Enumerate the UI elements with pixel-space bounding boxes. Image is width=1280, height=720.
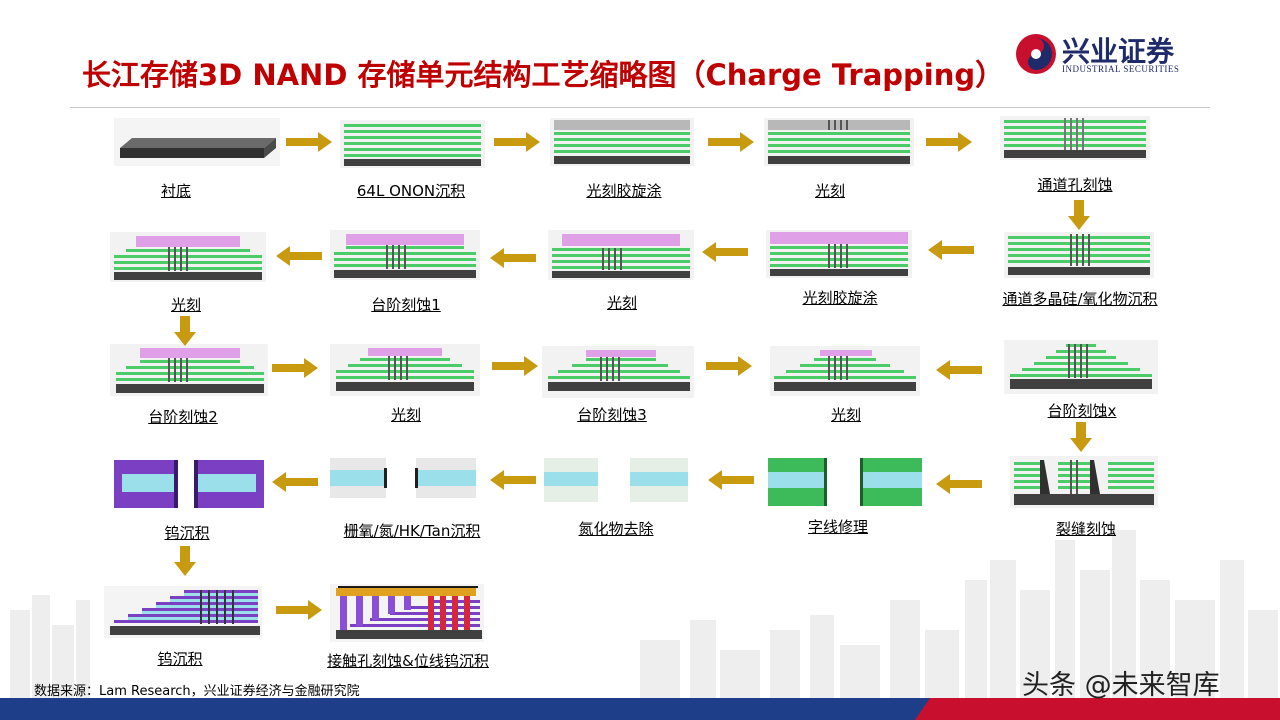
step-label: 裂缝刻蚀	[1055, 520, 1117, 538]
stage-polysilicon-oxide-deposition	[1004, 232, 1154, 278]
step-label: 钨沉积	[164, 524, 210, 542]
stage-tungsten-deposition	[114, 460, 264, 508]
step-label: 台阶刻蚀2	[148, 408, 218, 426]
step-label: 光刻	[814, 182, 846, 200]
arrow-right-icon	[286, 132, 332, 152]
arrow-left-icon	[702, 242, 748, 262]
stage-substrate	[114, 118, 280, 166]
arrow-left-icon	[272, 472, 318, 492]
step-label: 台阶刻蚀1	[371, 296, 441, 314]
step-label: 接触孔刻蚀&位线钨沉积	[327, 652, 489, 670]
arrow-down-icon	[174, 316, 196, 346]
stage-tungsten-deposition-2	[104, 586, 262, 638]
logo-english-name: INDUSTRIAL SECURITIES	[1062, 64, 1180, 74]
stage-wordline-trim	[768, 458, 922, 506]
stage-step-etch-1	[330, 230, 480, 280]
step-label: 光刻	[606, 294, 638, 312]
stage-gate-oxide-hk-tan-deposition	[330, 458, 476, 498]
arrow-right-icon	[276, 600, 322, 620]
step-label: 台阶刻蚀3	[577, 406, 647, 424]
title-divider	[70, 107, 1210, 108]
step-label: 栅氧/氮/HK/Tan沉积	[343, 522, 481, 540]
stage-lithography	[764, 118, 914, 166]
source-note: 数据来源：Lam Research，兴业证券经济与金融研究院	[34, 684, 360, 699]
stage-contact-hole-etch-bitline-tungsten	[330, 584, 484, 642]
stage-photoresist-coating-2	[766, 230, 912, 278]
arrow-right-icon	[926, 132, 972, 152]
page-title: 长江存储3D NAND 存储单元结构工艺缩略图（Charge Trapping）	[82, 58, 1005, 92]
arrow-right-icon	[272, 358, 318, 378]
stage-step-etch-2	[110, 344, 268, 396]
step-label: 台阶刻蚀x	[1047, 402, 1117, 420]
arrow-right-icon	[494, 132, 540, 152]
stage-photoresist-coating	[550, 118, 694, 166]
arrow-down-icon	[1070, 422, 1092, 452]
footer-bar	[0, 698, 1280, 720]
step-label: 通道孔刻蚀	[1037, 176, 1113, 194]
step-label: 光刻胶旋涂	[802, 289, 878, 307]
stage-lithography-2	[548, 230, 694, 280]
step-label: 通道多晶硅/氧化物沉积	[1002, 290, 1158, 308]
logo-chinese-name: 兴业证券	[1062, 35, 1175, 68]
stage-slit-etch	[1010, 456, 1158, 508]
arrow-right-icon	[706, 356, 752, 376]
company-logo: 兴业证券 INDUSTRIAL SECURITIES	[1014, 30, 1214, 80]
arrow-right-icon	[708, 132, 754, 152]
logo-emblem-icon	[1016, 34, 1056, 74]
arrow-left-icon	[936, 360, 982, 380]
stage-lithography-4	[330, 344, 480, 396]
stage-lithography-3	[110, 232, 266, 282]
step-label: 64L ONON沉积	[356, 182, 466, 200]
stage-nitride-removal	[544, 458, 688, 502]
step-label: 光刻	[170, 296, 202, 314]
step-label: 钨沉积	[157, 650, 203, 668]
step-label: 氮化物去除	[578, 520, 654, 538]
arrow-left-icon	[928, 240, 974, 260]
arrow-left-icon	[708, 470, 754, 490]
arrow-left-icon	[276, 246, 322, 266]
step-label: 衬底	[160, 182, 192, 200]
stage-channel-hole-etch	[1000, 116, 1150, 160]
step-label: 光刻	[830, 406, 862, 424]
arrow-right-icon	[492, 356, 538, 376]
arrow-left-icon	[490, 470, 536, 490]
stage-onon-deposition	[340, 120, 485, 168]
step-label: 字线修理	[807, 518, 869, 536]
stage-lithography-5	[770, 346, 920, 396]
arrow-left-icon	[490, 248, 536, 268]
arrow-down-icon	[174, 546, 196, 576]
arrow-left-icon	[936, 474, 982, 494]
step-label: 光刻	[390, 406, 422, 424]
arrow-down-icon	[1068, 200, 1090, 230]
watermark: 头条 @未来智库	[1022, 670, 1220, 701]
step-label: 光刻胶旋涂	[586, 182, 662, 200]
stage-step-etch-x	[1004, 340, 1158, 394]
stage-step-etch-3	[542, 346, 694, 398]
